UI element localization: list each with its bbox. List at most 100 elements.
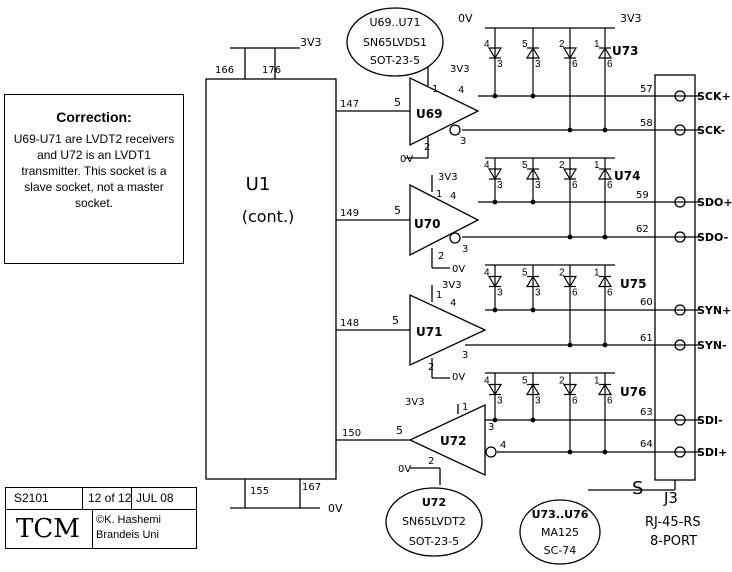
diode-u73-3	[562, 47, 578, 60]
u69-gnd-pin: 2	[424, 142, 430, 153]
u69-vcc-pin: 1	[432, 84, 438, 95]
u73-ref: U73	[612, 44, 638, 58]
u72-ic-pin: 150	[342, 428, 361, 439]
u72-in-pin: 5	[396, 424, 403, 437]
u69-conn-n: 58	[640, 118, 653, 129]
cloud3-line3: SC-74	[544, 544, 577, 557]
u70-out-p: 4	[450, 191, 456, 202]
diode-u76-1	[487, 383, 503, 396]
u71-conn-n: 61	[640, 333, 653, 344]
page-number: 12 of 12	[88, 491, 132, 505]
u71-out-n: 3	[462, 350, 468, 361]
u71-conn-p: 60	[640, 297, 653, 308]
u1-bottom-pin-1: 155	[250, 486, 269, 497]
cloud-u69-u71	[346, 7, 444, 77]
u70-ic-pin: 149	[340, 208, 359, 219]
cloud-u72	[385, 487, 483, 557]
u70-vcc: 3V3	[438, 172, 458, 183]
shield-label: S	[632, 478, 643, 499]
cloud3-line2: MA125	[541, 526, 579, 539]
diode-pin: 4	[484, 160, 490, 171]
j3-type: RJ-45-RS	[645, 515, 701, 530]
author: ©K. Hashemi	[96, 514, 161, 526]
cloud2-line3: SOT-23-5	[409, 535, 459, 548]
u70-vcc-pin: 1	[436, 189, 442, 200]
u72-conn-n: 63	[640, 407, 653, 418]
u74-ref: U74	[614, 169, 640, 183]
diode-u75-1	[487, 275, 503, 288]
diode-pin: 5	[522, 160, 528, 171]
u76-ref: U76	[620, 385, 646, 399]
u1-block	[205, 78, 337, 480]
diode-u76-4	[597, 383, 613, 396]
diode-pin: 6	[572, 59, 578, 70]
u72-gnd-pin: 2	[428, 456, 434, 467]
cloud1-line3: SOT-23-5	[370, 54, 420, 67]
diode-pin: 1	[594, 376, 600, 387]
diode-pin: 3	[497, 288, 503, 299]
u71-vcc-pin: 1	[436, 290, 442, 301]
u70-out-n: 3	[462, 244, 468, 255]
diode-pin: 3	[497, 59, 503, 70]
u69-gnd: 0V	[400, 154, 413, 165]
project-name: TCM	[16, 514, 80, 544]
cloud1-line2: SN65LVDS1	[363, 36, 427, 49]
u73-v3: 3V3	[620, 12, 642, 25]
diode-pin: 4	[484, 376, 490, 387]
diode-pin: 5	[522, 268, 528, 279]
u69-out-n: 3	[460, 136, 466, 147]
title-block: S2101 12 of 12 JUL 08 TCM ©K. Hashemi Br…	[5, 487, 197, 549]
u70-gnd-pin: 2	[438, 251, 444, 262]
u71-ref: U71	[416, 325, 442, 339]
diode-u76-3	[562, 383, 578, 396]
diode-pin: 6	[572, 288, 578, 299]
diode-pin: 3	[535, 396, 541, 407]
u71-out-p: 4	[450, 298, 456, 309]
diode-pin: 1	[594, 160, 600, 171]
sheet-number: S2101	[14, 491, 49, 505]
correction-body: U69-U71 are LVDT2 receivers and U72 is a…	[13, 132, 175, 210]
u72-out-n: 3	[488, 422, 494, 433]
diode-pin: 5	[522, 39, 528, 50]
u70-gnd: 0V	[452, 264, 465, 275]
u72-vcc-pin: 1	[462, 402, 468, 413]
diode-u75-4	[597, 275, 613, 288]
sig-sdo-minus: SDO-	[697, 231, 728, 244]
j3-ports: 8-PORT	[650, 534, 697, 549]
diode-pin: 3	[497, 180, 503, 191]
diode-pin: 2	[559, 268, 565, 279]
diode-u73-4	[597, 46, 613, 59]
diode-pin: 6	[607, 180, 613, 191]
diode-pin: 1	[594, 268, 600, 279]
sig-sck-minus: SCK-	[697, 124, 725, 137]
diode-u74-1	[487, 168, 503, 181]
u69-ref: U69	[416, 107, 442, 121]
correction-note: Correction: U69-U71 are LVDT2 receivers …	[4, 94, 184, 264]
diode-u73-1	[487, 47, 503, 60]
u1-bottom-net: 0V	[328, 502, 343, 515]
diode-u75-2	[525, 275, 541, 288]
diode-u76-2	[525, 383, 541, 396]
u71-in-pin: 5	[392, 314, 399, 327]
diode-u74-4	[597, 167, 613, 180]
u72-buffer	[408, 403, 486, 477]
u1-name: U1	[246, 174, 271, 195]
cloud1-line1: U69..U71	[369, 16, 420, 29]
sig-syn-plus: SYN+	[697, 304, 731, 317]
diode-u74-2	[525, 167, 541, 180]
diode-pin: 6	[607, 288, 613, 299]
diode-u73-2	[525, 46, 541, 59]
diode-pin: 5	[522, 376, 528, 387]
sig-syn-minus: SYN-	[697, 339, 727, 352]
u1-top-pin-1: 166	[215, 65, 234, 76]
diode-pin: 6	[572, 396, 578, 407]
u1-top-net: 3V3	[300, 36, 322, 49]
diode-pin: 3	[535, 288, 541, 299]
diode-pin: 3	[497, 396, 503, 407]
diode-pin: 2	[559, 160, 565, 171]
diode-pin: 4	[484, 268, 490, 279]
u70-conn-p: 59	[636, 190, 649, 201]
correction-title: Correction:	[56, 109, 132, 125]
diode-u75-3	[562, 275, 578, 288]
